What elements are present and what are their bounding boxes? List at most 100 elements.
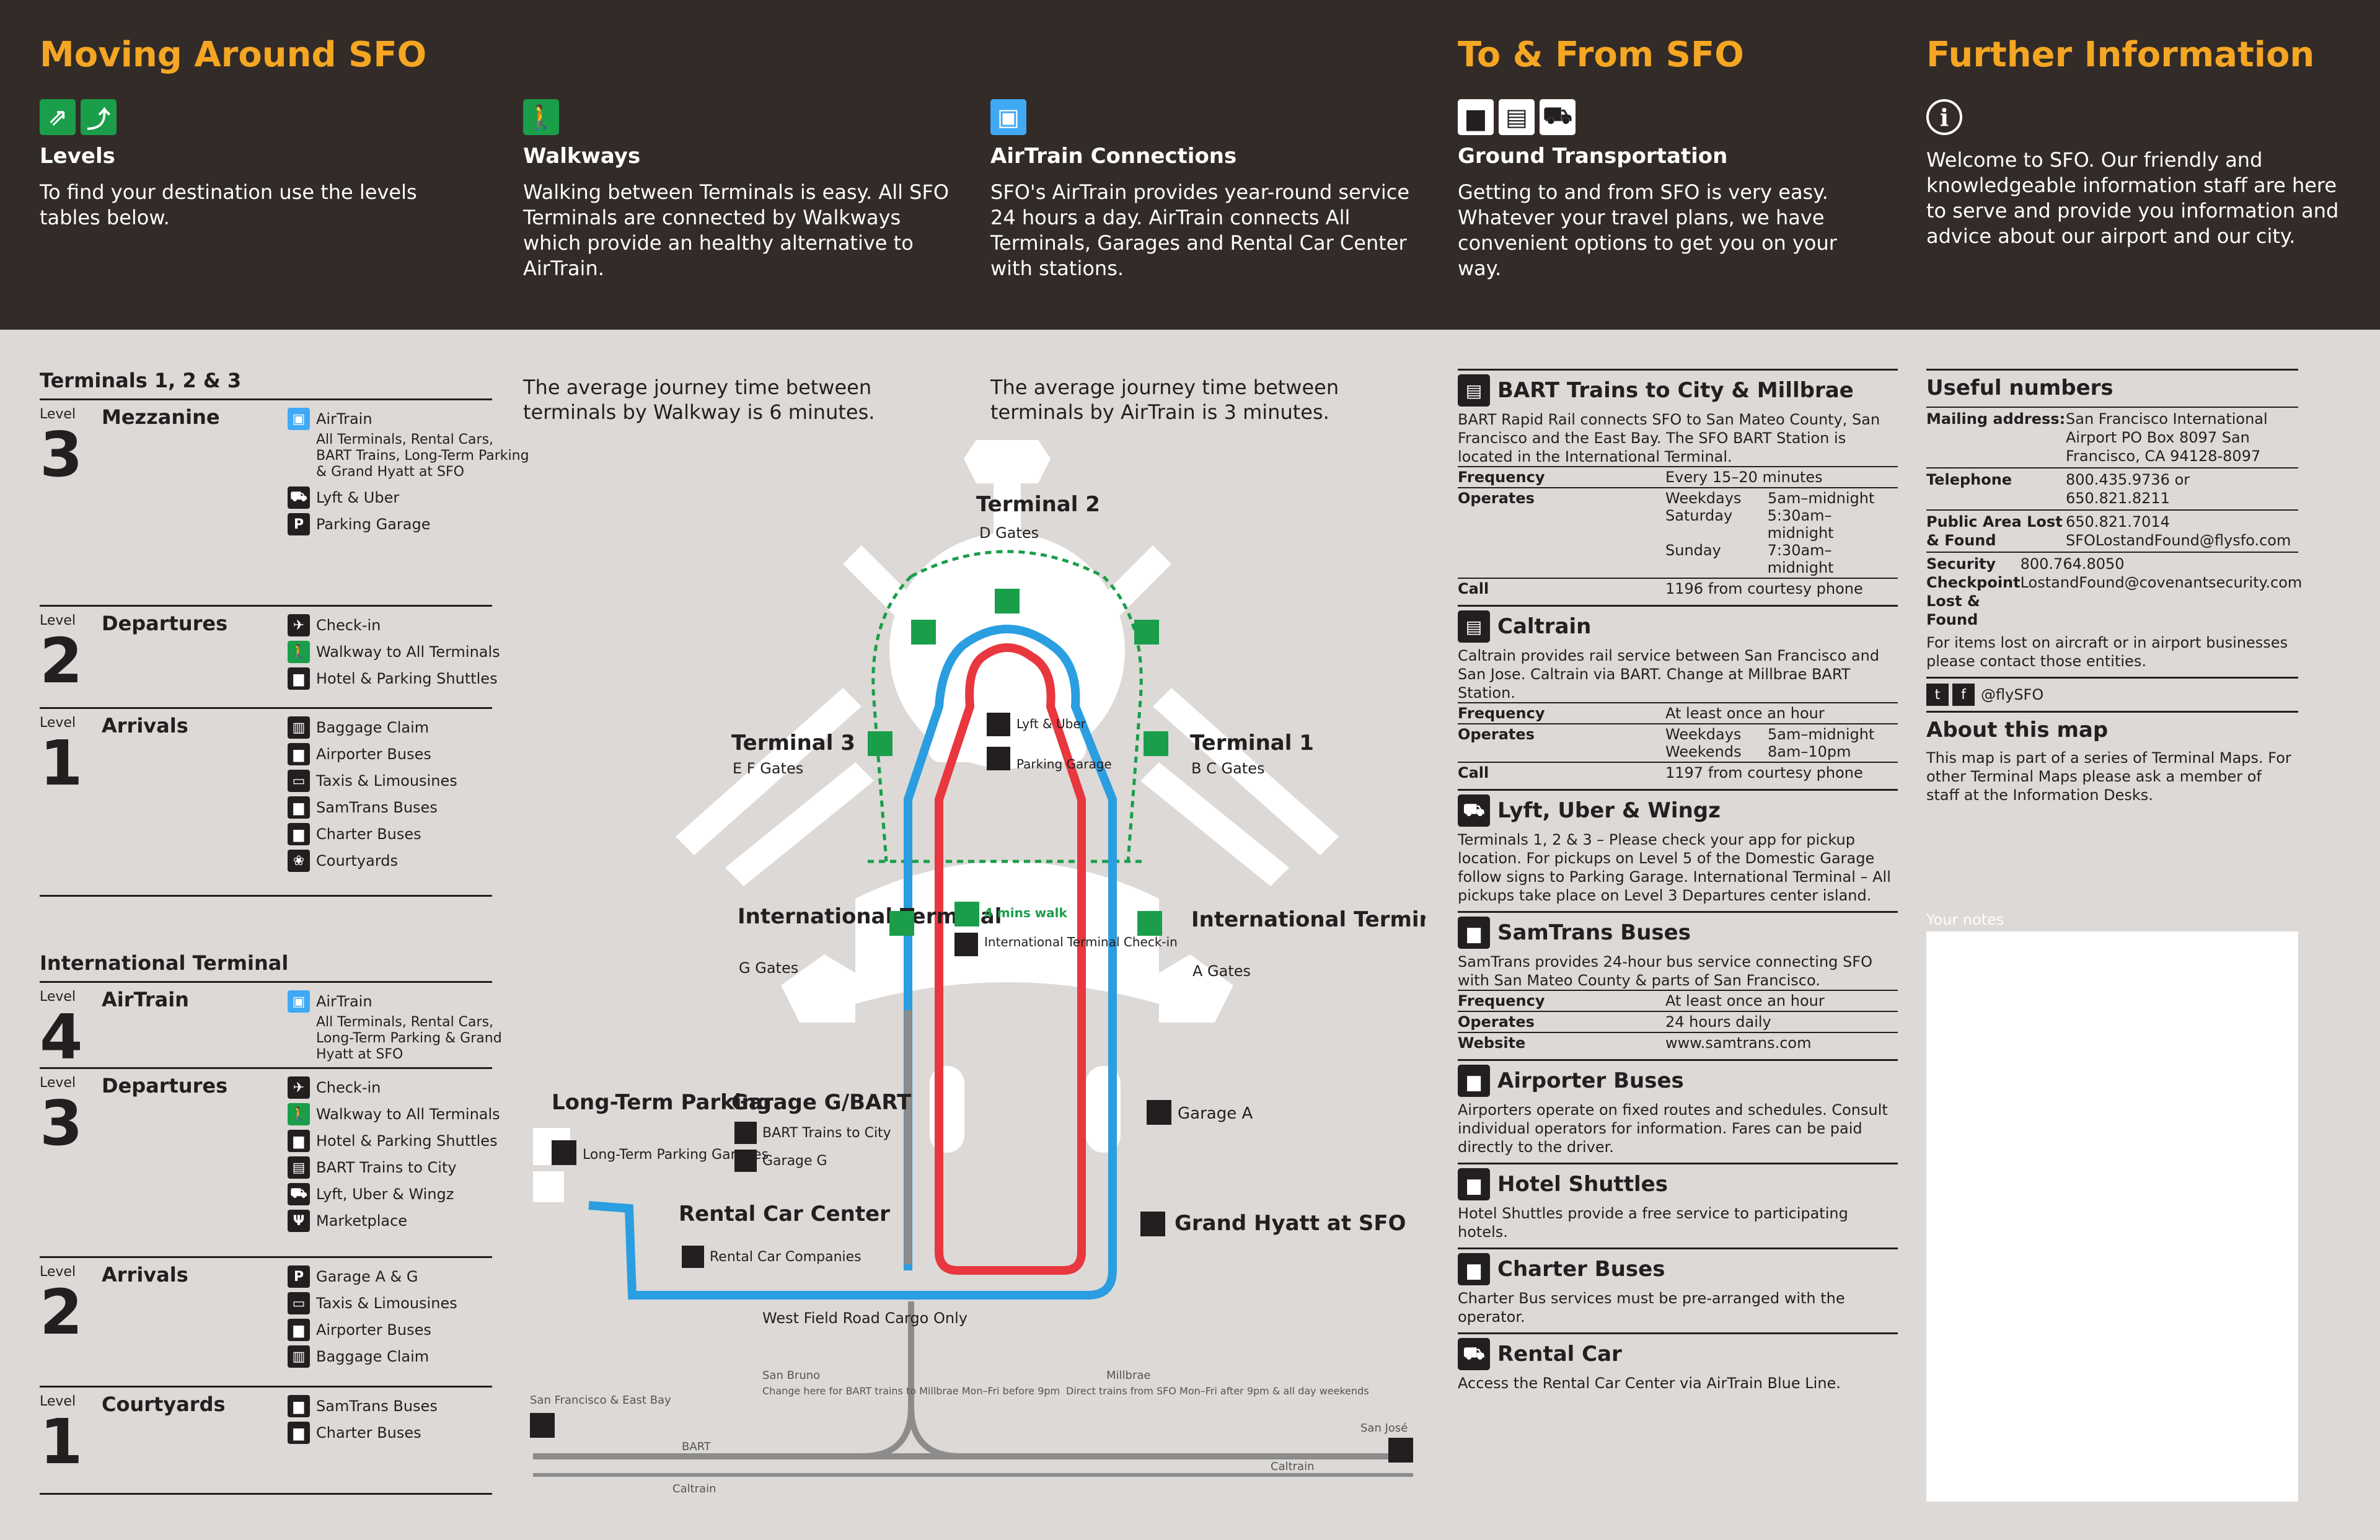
transport-row-value: 1197 from courtesy phone [1665, 764, 1863, 781]
level-number: 4 [40, 1001, 83, 1073]
level-number: 2 [40, 625, 83, 697]
level-label: Level [40, 1075, 76, 1091]
car-icon [987, 713, 1010, 736]
airtrain-heading: AirTrain Connections [990, 144, 1237, 169]
transport-name: Caltrain [1497, 614, 1592, 639]
walk-station-icon [1134, 620, 1159, 645]
long-term-label: Long-Term Parking [552, 1090, 772, 1115]
header-levels: ⇗⤴ Levels To find your destination use t… [40, 99, 467, 231]
lyft-label: Lyft & Uber [1016, 716, 1086, 731]
useful-number-key: Telephone [1926, 471, 2012, 488]
walk-station-icon [911, 620, 936, 645]
hotel-icon [1140, 1212, 1165, 1236]
bus-icon: ▆ [1458, 917, 1490, 949]
level-item: ▣AirTrain [288, 990, 529, 1013]
bus-icon: ▆ [1458, 1253, 1490, 1285]
parking-icon [987, 747, 1010, 770]
level-name: Departures [102, 612, 228, 635]
train-icon: ▤ [1499, 99, 1535, 135]
arrow-right-icon [1388, 1438, 1413, 1463]
notes-box[interactable] [1926, 931, 2298, 1502]
level-item-label: Hotel & Parking Shuttles [316, 670, 498, 687]
walk-station-icon [954, 902, 979, 926]
schedule-time: 5am–midnight [1768, 490, 1875, 507]
ground-text: Getting to and from SFO is very easy. Wh… [1458, 180, 1837, 280]
transport-name: Rental Car [1497, 1342, 1622, 1366]
transport-row-value: At least once an hour [1665, 992, 1825, 1010]
walkway-icon: 🚶 [288, 1103, 310, 1125]
airtrain-icon: ▣ [288, 990, 310, 1013]
garage-g-bart-label: Garage G/BART [731, 1090, 912, 1115]
arrow-left-icon [530, 1413, 555, 1438]
title-moving: Moving Around SFO [40, 35, 427, 75]
transport-name: Hotel Shuttles [1497, 1172, 1668, 1197]
car-icon: ⛟ [288, 486, 310, 509]
level-name: Arrivals [102, 714, 188, 737]
terminal2-pier [964, 440, 1051, 483]
transport-desc: SamTrans provides 24-hour bus service co… [1458, 953, 1872, 989]
rental-label: Rental Car Center [679, 1202, 890, 1226]
level-item-label: Airporter Buses [316, 1321, 431, 1339]
level-name: Courtyards [102, 1393, 226, 1416]
level-item: ▆SamTrans Buses [288, 796, 529, 819]
level-item-label: Baggage Claim [316, 719, 430, 736]
shuttle-icon: ▆ [1458, 1168, 1490, 1200]
pier-a [1159, 954, 1233, 1023]
walk-station-icon [889, 911, 914, 936]
level-item-label: Walkway to All Terminals [316, 643, 500, 661]
level-item: ⛟Lyft, Uber & Wingz [288, 1183, 529, 1205]
title-further: Further Information [1926, 35, 2315, 75]
useful-number-value: 650.821.7014 SFOLostandFound@flysfo.com [2066, 513, 2291, 549]
level-item: ▭Taxis & Limousines [288, 1292, 529, 1314]
social-handle[interactable]: @flySFO [1981, 686, 2044, 703]
transport-row-key: Frequency [1458, 705, 1545, 722]
hyatt-label: Grand Hyatt at SFO [1175, 1211, 1406, 1236]
level-item-label: Taxis & Limousines [316, 772, 457, 790]
transport-name: Airporter Buses [1497, 1068, 1684, 1093]
level-item-sub: All Terminals, Rental Cars, Long-Term Pa… [316, 1014, 502, 1062]
useful-number-row: Telephone 800.435.9736 or 650.821.8211 [1926, 467, 2298, 509]
level-item-label: BART Trains to City [316, 1159, 457, 1176]
schedule-time: 5:30am–midnight [1767, 507, 1834, 542]
walk-station-icon [995, 589, 1020, 614]
facebook-icon: f [1952, 684, 1975, 706]
shuttle-icon: ▆ [288, 1130, 310, 1152]
level-name: AirTrain [102, 988, 189, 1011]
about-text: This map is part of a series of Terminal… [1926, 749, 2291, 804]
intl-east-label: International Terminal [1191, 907, 1426, 932]
caltrain-label-east: Caltrain [1271, 1460, 1315, 1473]
san-bruno-sub: Change here for BART trains to Millbrae … [762, 1385, 1060, 1397]
airtrain-blue-line-west [904, 641, 967, 1270]
bart-city-label: BART Trains to City [762, 1125, 891, 1141]
bus-icon: ▆ [288, 1319, 310, 1341]
airtrain-icon: ▣ [990, 99, 1026, 135]
ground-heading: Ground Transportation [1458, 144, 1728, 169]
useful-number-value: 800.435.9736 or 650.821.8211 [2066, 471, 2190, 507]
walk-caption: The average journey time between termina… [523, 376, 875, 424]
parking-garage-label: Parking Garage [1016, 757, 1112, 772]
level-item: ▆ Airporter Buses [288, 1319, 529, 1341]
level-item: 🚶Walkway to All Terminals [288, 1103, 529, 1125]
level-name: Arrivals [102, 1263, 188, 1287]
level-item-label: Parking Garage [316, 516, 431, 533]
intl-west-gates: G Gates [739, 959, 798, 977]
walk-station-icon [868, 731, 892, 756]
level-item: ▆Charter Buses [288, 1422, 529, 1444]
airport-map: Terminal 2 D Gates Terminal 1 B C Gates … [530, 440, 1426, 1495]
checkin-icon: ✈ [288, 614, 310, 636]
transport-desc: Terminals 1, 2 & 3 – Please check your a… [1458, 831, 1891, 904]
